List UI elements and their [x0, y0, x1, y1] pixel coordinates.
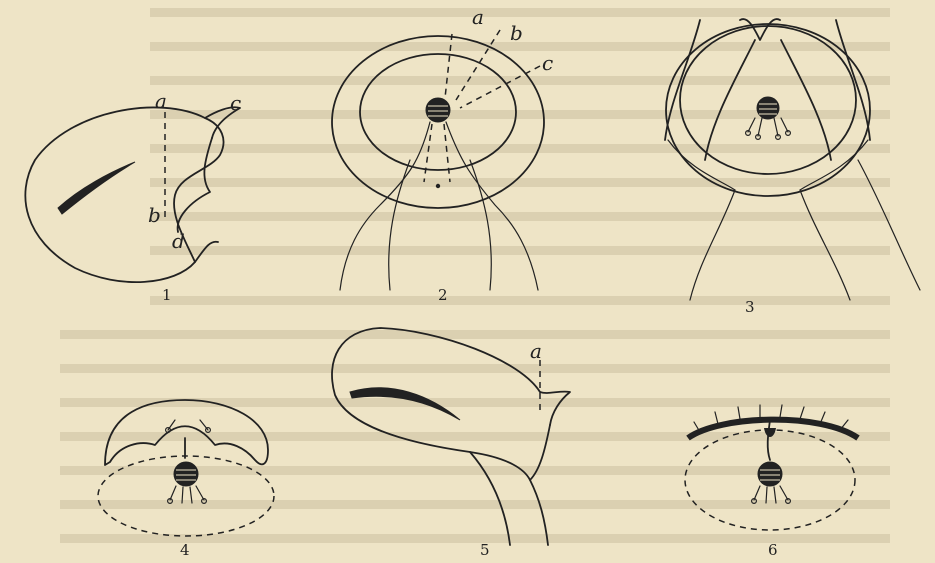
fig2-label-c: c [542, 51, 553, 75]
fig1-label-c: c [230, 91, 241, 115]
fig5-label-a: a [530, 339, 542, 363]
fig1-number: 1 [162, 286, 172, 304]
fig5-number: 5 [480, 541, 490, 559]
fig4-number: 4 [180, 541, 190, 559]
figure-1: a b c d 1 [25, 89, 241, 304]
figure-3: 3 [665, 19, 920, 316]
fig3-number: 3 [745, 298, 755, 316]
fig1-label-b: b [148, 203, 161, 227]
fig1-label-a: a [155, 89, 167, 113]
fig1-label-d: d [172, 229, 185, 253]
fig6-number: 6 [768, 541, 778, 559]
fig2-label-a: a [472, 5, 484, 29]
figure-5: a 5 [332, 328, 570, 559]
fig2-label-b: b [510, 21, 523, 45]
fig2-number: 2 [438, 286, 448, 304]
